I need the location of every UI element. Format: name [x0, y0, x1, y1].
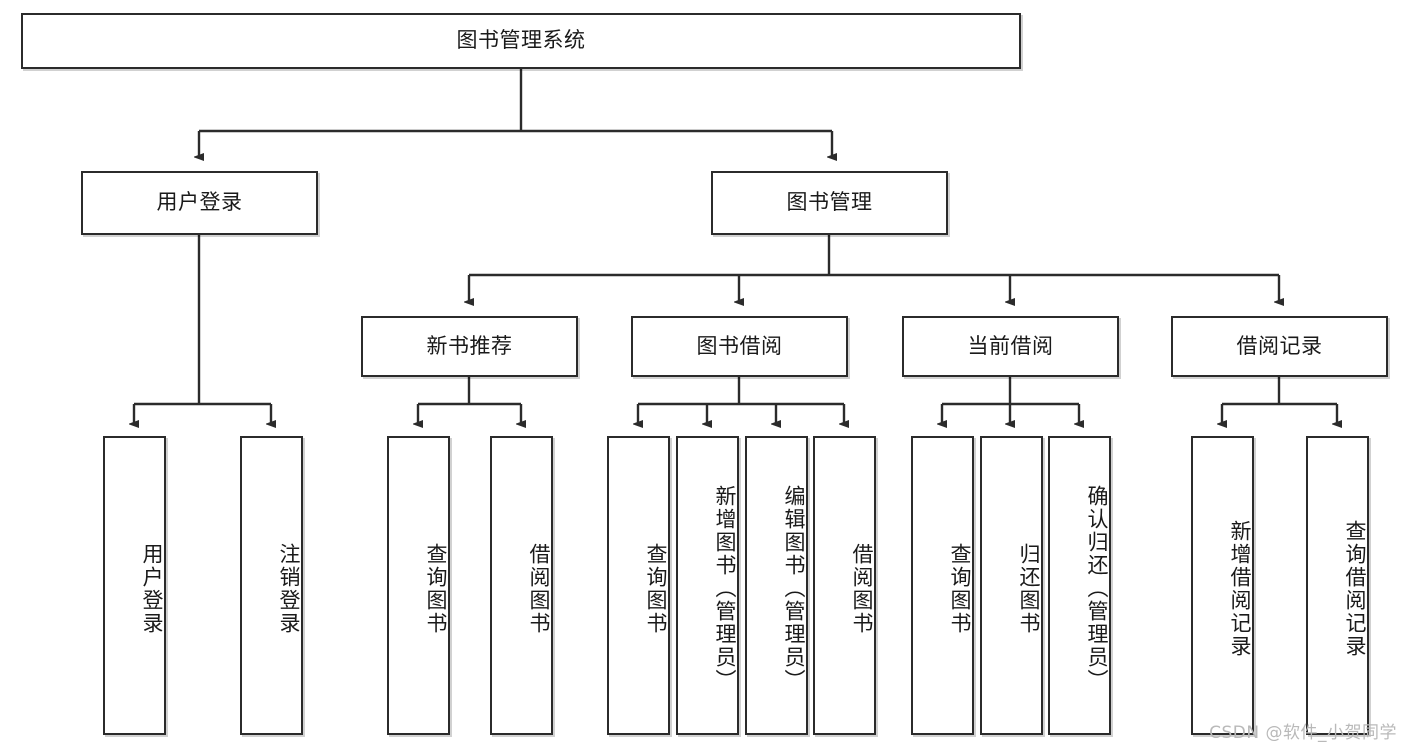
leaf-logout-login[interactable]: 注销登录 [240, 436, 303, 735]
leaf-logout-login-label: 注销登录 [277, 542, 301, 635]
leaf-borrow-book-1-label: 借阅图书 [527, 542, 551, 635]
leaf-query-book-2[interactable]: 查询图书 [607, 436, 670, 735]
leaf-edit-book[interactable]: 编辑图书（管理员） [745, 436, 808, 735]
leaf-confirm-return[interactable]: 确认归还（管理员） [1048, 436, 1111, 735]
leaf-query-record-label: 查询借阅记录 [1343, 519, 1367, 658]
node-current-borrow[interactable]: 当前借阅 [902, 316, 1119, 377]
node-new-book-recommend-label: 新书推荐 [426, 333, 513, 358]
node-current-borrow-label: 当前借阅 [967, 333, 1054, 358]
leaf-borrow-book-1[interactable]: 借阅图书 [490, 436, 553, 735]
leaf-borrow-book-2-label: 借阅图书 [850, 542, 874, 635]
node-book-borrow-label: 图书借阅 [696, 333, 783, 358]
node-root[interactable]: 图书管理系统 [21, 13, 1021, 69]
leaf-query-record[interactable]: 查询借阅记录 [1306, 436, 1369, 735]
leaf-return-book[interactable]: 归还图书 [980, 436, 1043, 735]
node-book-manage-label: 图书管理 [786, 190, 873, 215]
leaf-query-book-1[interactable]: 查询图书 [387, 436, 450, 735]
node-user-login-label: 用户登录 [156, 190, 243, 215]
leaf-confirm-return-label: 确认归还（管理员） [1085, 485, 1109, 692]
leaf-add-book-label: 新增图书（管理员） [713, 485, 737, 692]
leaf-query-book-3[interactable]: 查询图书 [911, 436, 974, 735]
node-book-manage[interactable]: 图书管理 [711, 171, 948, 235]
node-root-label: 图书管理系统 [456, 28, 586, 53]
node-new-book-recommend[interactable]: 新书推荐 [361, 316, 578, 377]
watermark: CSDN @软件_小贺同学 [1209, 723, 1397, 743]
leaf-query-book-2-label: 查询图书 [644, 542, 668, 635]
leaf-query-book-3-label: 查询图书 [948, 542, 972, 635]
node-borrow-record-label: 借阅记录 [1236, 333, 1323, 358]
leaf-user-login-label: 用户登录 [140, 542, 164, 635]
leaf-return-book-label: 归还图书 [1017, 542, 1041, 635]
node-borrow-record[interactable]: 借阅记录 [1171, 316, 1388, 377]
leaf-edit-book-label: 编辑图书（管理员） [782, 485, 806, 692]
leaf-user-login[interactable]: 用户登录 [103, 436, 166, 735]
leaf-borrow-book-2[interactable]: 借阅图书 [813, 436, 876, 735]
leaf-add-book[interactable]: 新增图书（管理员） [676, 436, 739, 735]
leaf-add-record[interactable]: 新增借阅记录 [1191, 436, 1254, 735]
leaf-query-book-1-label: 查询图书 [424, 542, 448, 635]
node-book-borrow[interactable]: 图书借阅 [631, 316, 848, 377]
node-user-login[interactable]: 用户登录 [81, 171, 318, 235]
leaf-add-record-label: 新增借阅记录 [1228, 519, 1252, 658]
